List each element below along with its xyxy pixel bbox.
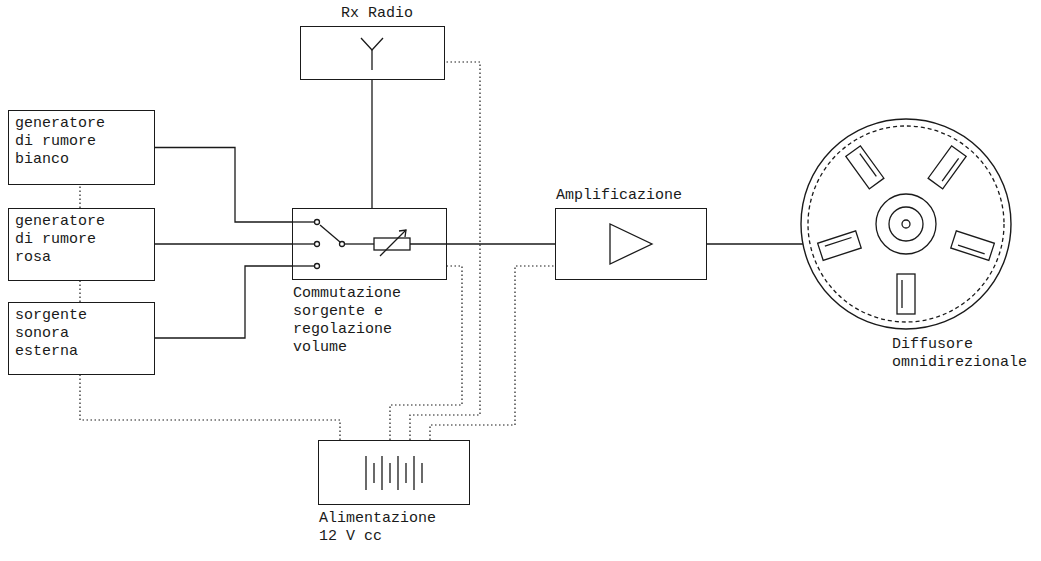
speaker-outline [800,118,1012,330]
signal-wire [371,80,372,208]
node-label: sorgente sonora esterna [9,303,123,365]
node-label: Amplificazione [556,187,706,205]
speaker-symbol [808,126,1004,322]
antenna-symbol [361,38,383,70]
potentiometer-symbol [345,230,447,256]
driver-symbol [846,146,884,189]
power-wire [79,281,80,302]
power-wire [80,375,340,440]
signal-wire [155,148,292,223]
source-box: generatore di rumore bianco [8,110,155,185]
driver-symbol [818,231,862,260]
power-wire [79,185,80,208]
switch-box: Commutazione sorgente e regolazione volu… [292,208,447,280]
driver-symbol [951,231,995,260]
speaker-circle: Diffusore omnidirezionale [800,118,1012,330]
node-label: Commutazione sorgente e regolazione volu… [293,285,407,357]
signal-wire [155,266,292,338]
amplifier-box: Amplificazione [555,208,707,280]
power-wire [430,266,555,440]
battery-symbol [366,456,422,490]
driver-symbol [928,146,966,189]
signal-wire [447,243,555,244]
signal-wire [155,243,292,244]
source-box: generatore di rumore rosa [8,208,155,281]
power-box: Alimentazione 12 V cc [318,440,470,505]
node-label: Rx Radio [341,5,441,23]
receiver-box: Rx Radio [300,26,445,80]
driver-symbol [897,274,915,314]
source-box: sorgente sonora esterna [8,302,155,375]
node-label: generatore di rumore bianco [9,111,123,173]
switch-symbol [292,220,345,269]
amplifier-symbol [610,224,652,264]
node-label: Diffusore omnidirezionale [892,336,1040,372]
node-label: generatore di rumore rosa [9,209,123,271]
signal-wire [707,243,803,244]
node-label: Alimentazione 12 V cc [319,510,451,546]
power-wire [410,62,480,440]
